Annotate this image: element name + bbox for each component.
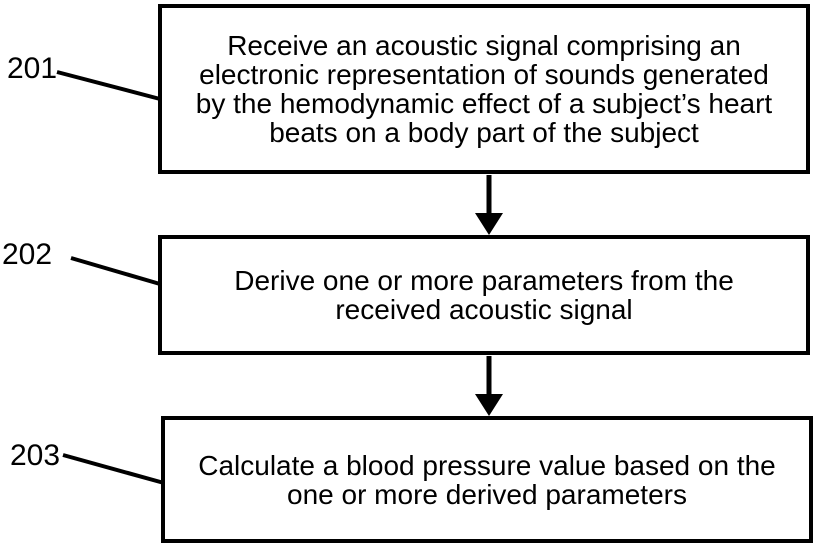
step-text-203: Calculate a blood pressure value based o… [198, 449, 776, 510]
leader-line-203 [62, 453, 165, 485]
step-box-203: Calculate a blood pressure value based o… [161, 416, 813, 543]
step-box-201: Receive an acoustic signal comprising an… [158, 4, 810, 174]
leader-line-202 [70, 256, 161, 286]
step-text-201: Receive an acoustic signal comprising an… [195, 30, 773, 148]
leader-line-201 [56, 70, 161, 101]
ref-label-201: 201 [7, 52, 58, 85]
ref-label-203: 203 [10, 439, 61, 472]
flow-arrow-2-head [475, 394, 503, 416]
flow-arrow-1-head [475, 213, 503, 235]
step-text-202: Derive one or more parameters from the r… [234, 265, 734, 325]
ref-label-202: 202 [2, 238, 53, 271]
step-box-202: Derive one or more parameters from the r… [158, 235, 810, 355]
